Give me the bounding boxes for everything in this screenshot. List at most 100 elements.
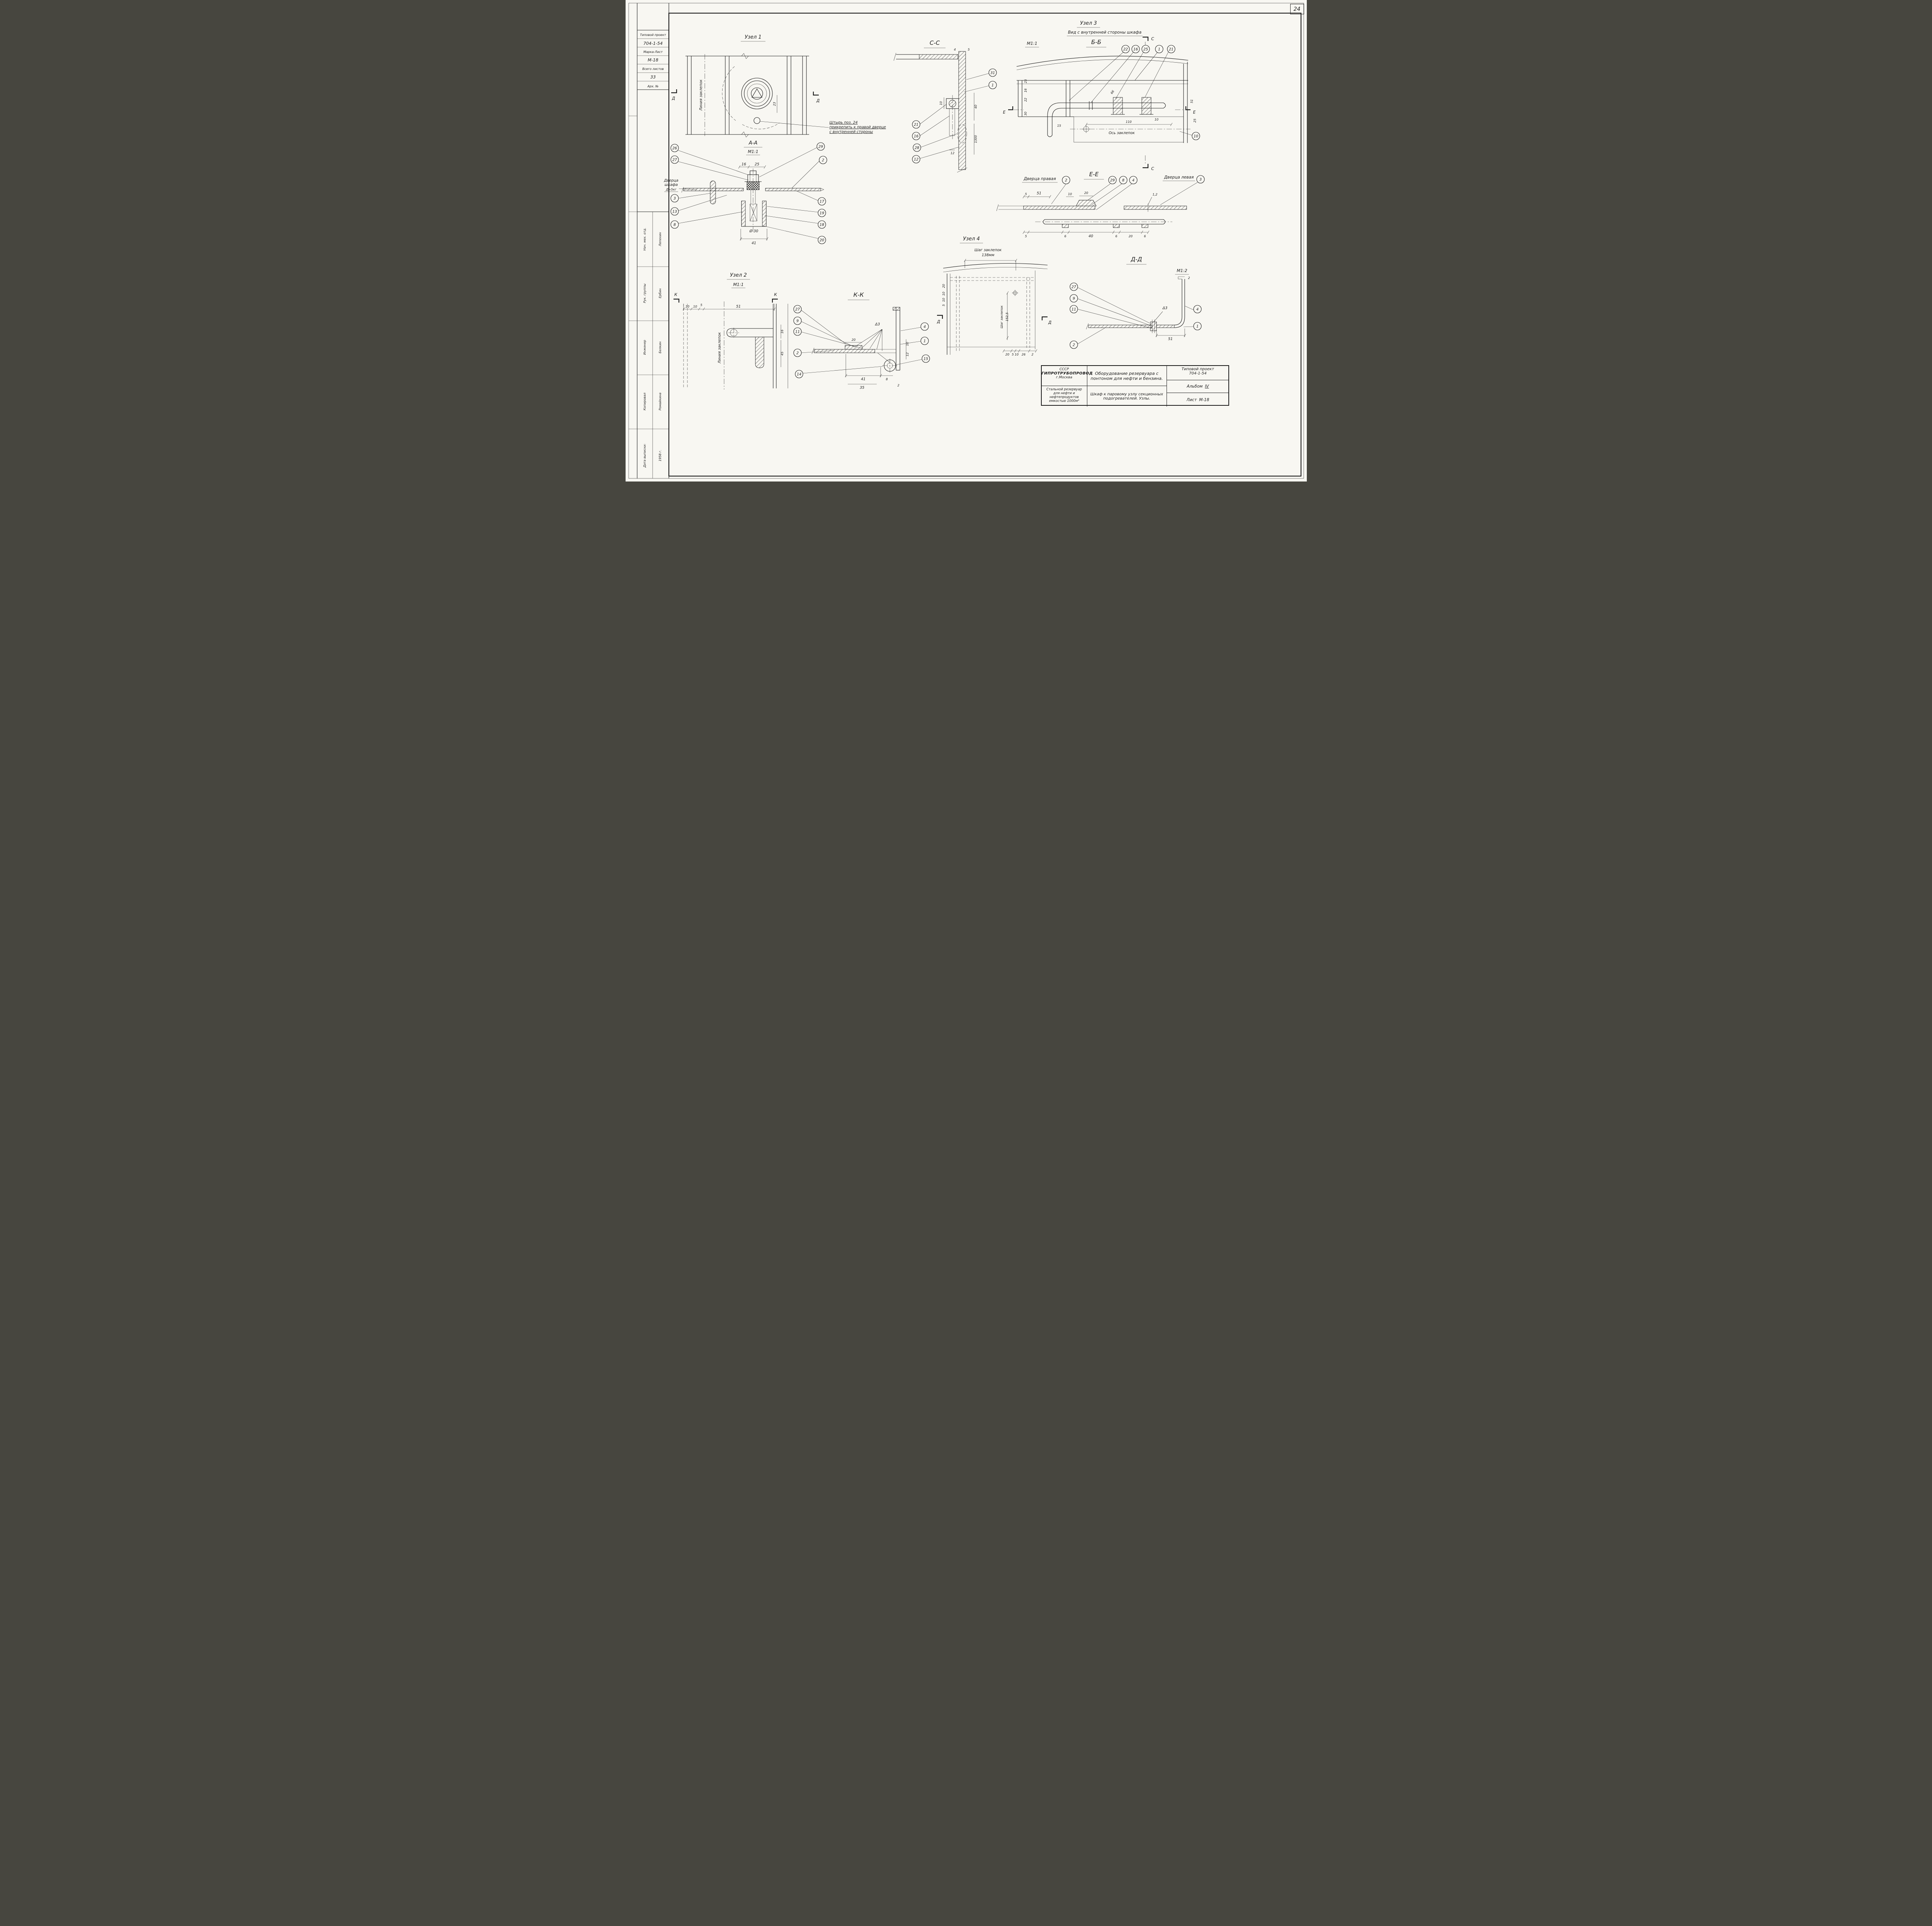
- rivet-line-label: Линия заклепок: [718, 332, 722, 364]
- view-dd: Д-Д М1:2 Δ3 2 51 27 9 11 4 1 2: [1069, 256, 1202, 349]
- dim: 1,2: [1152, 193, 1157, 196]
- callout-4: 4: [1096, 176, 1138, 210]
- dim: 41: [861, 377, 865, 381]
- dim: 35: [859, 386, 864, 390]
- door-label: Дверца: [663, 179, 678, 183]
- callout-2: 2: [1051, 176, 1070, 204]
- callout-3: 3: [670, 193, 711, 202]
- svg-text:9: 9: [796, 319, 798, 323]
- dim: 16: [1024, 88, 1027, 92]
- dim: 20: [1005, 353, 1009, 356]
- dim: 16: [741, 162, 746, 167]
- signature-role: Дата выписки:: [643, 444, 646, 468]
- svg-text:12: 12: [913, 158, 918, 162]
- svg-text:29: 29: [1110, 179, 1114, 183]
- door-label: шкафа: [664, 183, 677, 187]
- dim: 16: [781, 330, 784, 333]
- annotation-line: с внутренней стороны: [829, 129, 873, 134]
- callout-1: 1: [964, 81, 997, 92]
- dim: 40: [974, 105, 978, 109]
- dim: 4: [954, 48, 956, 51]
- view-title: Узел 2: [730, 272, 747, 278]
- callout-2: 2: [793, 349, 834, 357]
- org-name: ГИПРОТРУБОПРОВОД: [1041, 371, 1093, 376]
- stamp-column: Типовой проект 704-1-54 Марка-Лист М-18 …: [637, 30, 669, 478]
- type-project-number: 704-1-54: [1189, 371, 1207, 376]
- page-number: 24: [1290, 4, 1304, 14]
- svg-text:16: 16: [913, 134, 918, 139]
- section-marker-k: К: [674, 293, 677, 297]
- callout-16: 16: [1090, 45, 1140, 103]
- svg-text:1: 1: [1158, 48, 1160, 52]
- rivet-pitch-side-label: Шаг заклепок: [1000, 305, 1003, 328]
- dim: 10: [906, 342, 909, 346]
- dim: 51: [1190, 99, 1194, 103]
- stamp-sheets: 33: [650, 75, 656, 80]
- section-marker-c: С: [1151, 37, 1154, 41]
- view-uzel2: Узел 2 М1:1 К К Линия заклепок 10 10 5 5…: [673, 272, 788, 390]
- svg-text:11: 11: [1071, 308, 1076, 312]
- dim: 5: [942, 304, 946, 306]
- signature-role: Рук. группы: [643, 284, 646, 303]
- callout-10: 10: [1179, 131, 1200, 140]
- callout-29: 29: [759, 142, 825, 177]
- svg-text:19: 19: [819, 211, 824, 216]
- signature-role: Инженер: [643, 340, 646, 355]
- dim: 10: [939, 101, 943, 105]
- dim: 22: [1024, 98, 1027, 102]
- callout-13: 13: [670, 195, 727, 216]
- callout-12: 12: [912, 146, 959, 163]
- section-marker-d: Д: [671, 96, 675, 101]
- svg-text:29: 29: [818, 145, 823, 149]
- drawing-canvas: Типовой проект 704-1-54 Марка-Лист М-18 …: [628, 3, 1304, 479]
- dim: 30: [1024, 112, 1027, 116]
- dim: 26: [1021, 353, 1025, 356]
- type-project-label: Типовой проект: [1182, 367, 1214, 371]
- rivet-pitch-label: Шаг заклепок: [974, 248, 1002, 252]
- svg-text:14: 14: [796, 373, 801, 377]
- svg-text:21: 21: [1168, 48, 1173, 52]
- dim: 5: [1012, 353, 1014, 356]
- callout-3: 3: [1160, 175, 1205, 205]
- callout-19: 19: [767, 206, 826, 217]
- callout-9: 9: [793, 316, 854, 347]
- dim: 66: [1110, 90, 1115, 95]
- axis-label: Ось заклепок: [1109, 131, 1135, 135]
- stamp-sheets-label: Всего листов: [642, 67, 664, 71]
- callout-22: 22: [1069, 45, 1130, 101]
- title-block-sheet-title: Шкаф к паровому узлу секционных подогрев…: [1087, 386, 1167, 407]
- door-right-label: Дверца правая: [1023, 177, 1056, 181]
- svg-text:3: 3: [1199, 178, 1201, 182]
- callout-14: 14: [794, 366, 883, 378]
- callout-16: 16: [912, 116, 949, 140]
- weld-mark: Δ3: [874, 322, 880, 327]
- view-title: С-С: [929, 39, 940, 46]
- dim: 15: [1057, 124, 1061, 128]
- svg-text:27: 27: [1071, 285, 1076, 289]
- svg-text:2: 2: [796, 351, 798, 356]
- dim: 110: [1126, 120, 1131, 124]
- section-marker-k: К: [774, 293, 777, 297]
- callout-15: 15: [896, 354, 930, 365]
- callout-1: 1: [1183, 322, 1202, 330]
- dim: 20: [942, 284, 946, 288]
- view-scale: М1:2: [1177, 268, 1187, 273]
- section-marker-c: С: [1151, 167, 1154, 171]
- title-block-project-title: Оборудование резервуара с понтоном для н…: [1087, 366, 1167, 386]
- svg-text:3: 3: [673, 197, 675, 201]
- rivet-line-label: Линия заклепок: [699, 79, 703, 111]
- annotation-note: Штырь поз. 24 прикрепить к правой дверце…: [830, 121, 905, 134]
- view-aa: А-А М1:1 16 25 Ø 30 41 Дверца шкафа Д=5к…: [663, 140, 827, 245]
- sheet-label: Лист: [1186, 397, 1197, 402]
- org-city: г.Москва: [1056, 376, 1073, 379]
- callout-11: 11: [793, 327, 863, 349]
- stamp-arch-label: Арх. №: [647, 85, 658, 88]
- title-block-type-project: Типовой проект 704-1-54: [1167, 366, 1229, 380]
- section-marker-d: Д: [936, 320, 940, 324]
- album-number: IV: [1205, 384, 1209, 389]
- svg-text:22: 22: [1123, 48, 1128, 52]
- svg-text:25: 25: [1143, 48, 1148, 52]
- dim: 25: [754, 162, 759, 167]
- signature-name: Ромайкина: [658, 393, 662, 410]
- drawing-sheet: Типовой проект 704-1-54 Марка-Лист М-18 …: [625, 0, 1307, 482]
